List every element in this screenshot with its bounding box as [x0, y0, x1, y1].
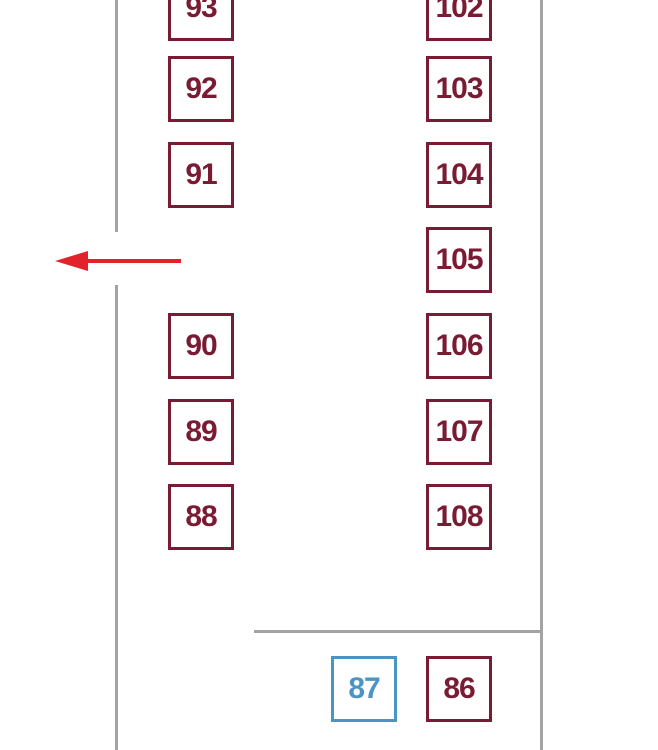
- parking-space-108[interactable]: 108: [426, 484, 492, 550]
- parking-space-105[interactable]: 105: [426, 227, 492, 293]
- parking-space-87-selected[interactable]: 87: [331, 656, 397, 722]
- right-wall: [540, 0, 543, 750]
- parking-space-107[interactable]: 107: [426, 399, 492, 465]
- parking-space-90[interactable]: 90: [168, 313, 234, 379]
- divider-wall: [254, 630, 543, 633]
- left-wall-lower: [115, 285, 118, 750]
- parking-space-88[interactable]: 88: [168, 484, 234, 550]
- parking-space-92[interactable]: 92: [168, 56, 234, 122]
- parking-space-104[interactable]: 104: [426, 142, 492, 208]
- left-wall-upper: [115, 0, 118, 232]
- parking-space-103[interactable]: 103: [426, 56, 492, 122]
- parking-space-91[interactable]: 91: [168, 142, 234, 208]
- parking-space-93[interactable]: 93: [168, 0, 234, 41]
- parking-space-102[interactable]: 102: [426, 0, 492, 41]
- parking-space-89[interactable]: 89: [168, 399, 234, 465]
- parking-space-86[interactable]: 86: [426, 656, 492, 722]
- parking-space-106[interactable]: 106: [426, 313, 492, 379]
- left-arrow-icon: [55, 251, 181, 271]
